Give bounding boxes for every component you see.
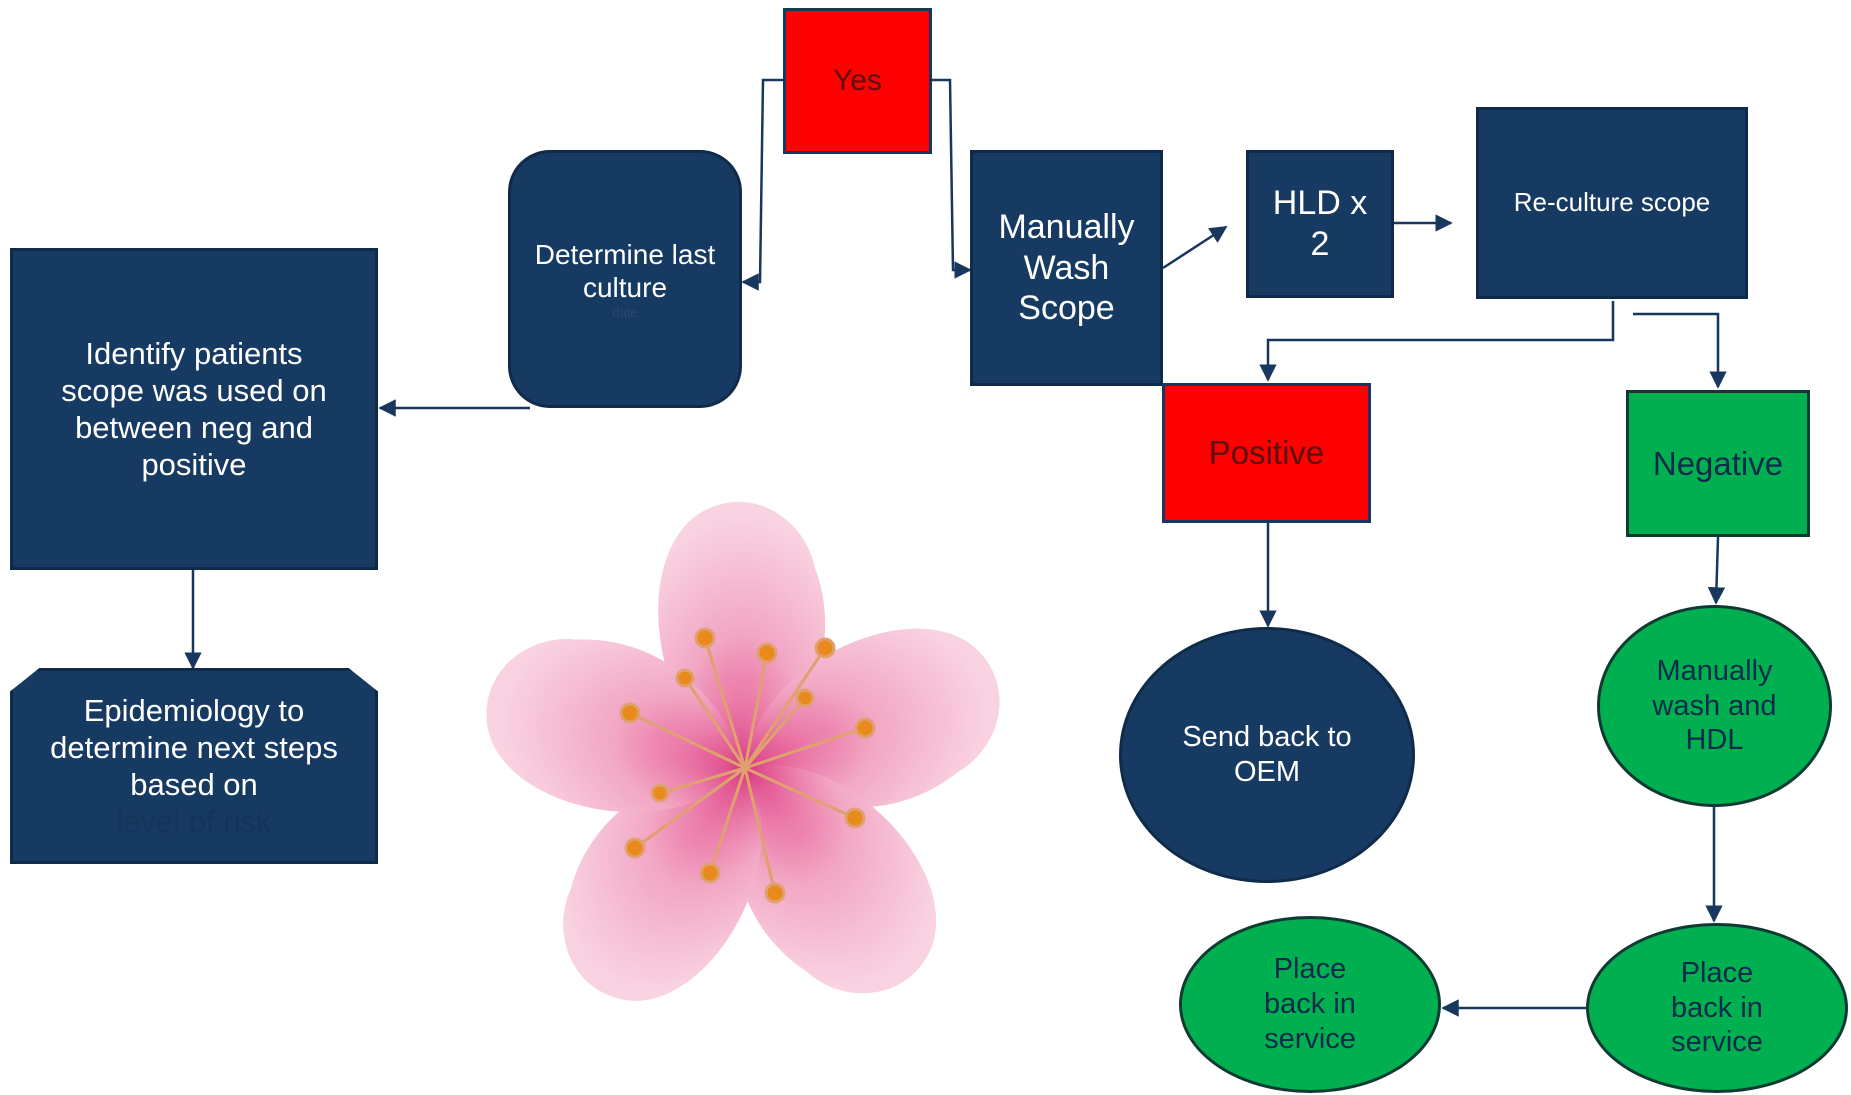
arrow-reculture-to-positive	[1259, 301, 1615, 382]
send-back-oem-ellipse: Send back to OEM	[1119, 627, 1415, 883]
determine-culture-label: Determine last culture	[534, 238, 716, 304]
determine-culture-tail: date	[612, 304, 638, 320]
place-back-right-ellipse: Place back in service	[1586, 923, 1848, 1093]
yes-label: Yes	[833, 64, 882, 97]
manual-wash-hdl-label: Manually wash and HDL	[1652, 654, 1777, 757]
identify-patients-label: Identify patients scope was used on betw…	[61, 335, 327, 483]
hld-label: HLD x 2	[1272, 184, 1368, 263]
arrow-wash-to-hld	[1162, 225, 1228, 270]
yes-box: Yes	[783, 8, 932, 154]
negative-box: Negative	[1626, 390, 1810, 537]
epidemiology-box: Epidemiology to determine next steps bas…	[10, 668, 378, 864]
arrow-negative-to-wash	[1707, 536, 1726, 605]
epidemiology-tail: level of risk	[116, 804, 272, 840]
epidemiology-label: Epidemiology to determine next steps bas…	[50, 692, 338, 802]
connectors	[184, 78, 1727, 1017]
place-back-right-label: Place back in service	[1671, 956, 1763, 1059]
arrow-yes-to-determine	[741, 78, 783, 291]
place-back-left-ellipse: Place back in service	[1179, 916, 1441, 1093]
manual-wash-label: Manually Wash Scope	[998, 207, 1135, 328]
send-back-oem-label: Send back to OEM	[1182, 721, 1352, 788]
positive-box: Positive	[1162, 383, 1371, 523]
reculture-label: Re-culture scope	[1513, 187, 1711, 218]
place-back-left-label: Place back in service	[1264, 953, 1356, 1055]
manual-wash-box: Manually Wash Scope	[970, 150, 1163, 386]
stamens	[619, 627, 876, 904]
hld-box: HLD x 2	[1246, 150, 1394, 298]
identify-patients-box: Identify patients scope was used on betw…	[10, 248, 378, 570]
arrow-reculture-to-negative	[1633, 312, 1727, 389]
flower-image	[486, 501, 1000, 1001]
positive-label: Positive	[1208, 434, 1325, 472]
manual-wash-hdl-ellipse: Manually wash and HDL	[1597, 605, 1832, 807]
determine-culture-box: Determine last culture date	[508, 150, 742, 408]
negative-label: Negative	[1652, 444, 1784, 482]
reculture-box: Re-culture scope	[1476, 107, 1748, 299]
arrow-yes-to-wash	[932, 78, 972, 279]
